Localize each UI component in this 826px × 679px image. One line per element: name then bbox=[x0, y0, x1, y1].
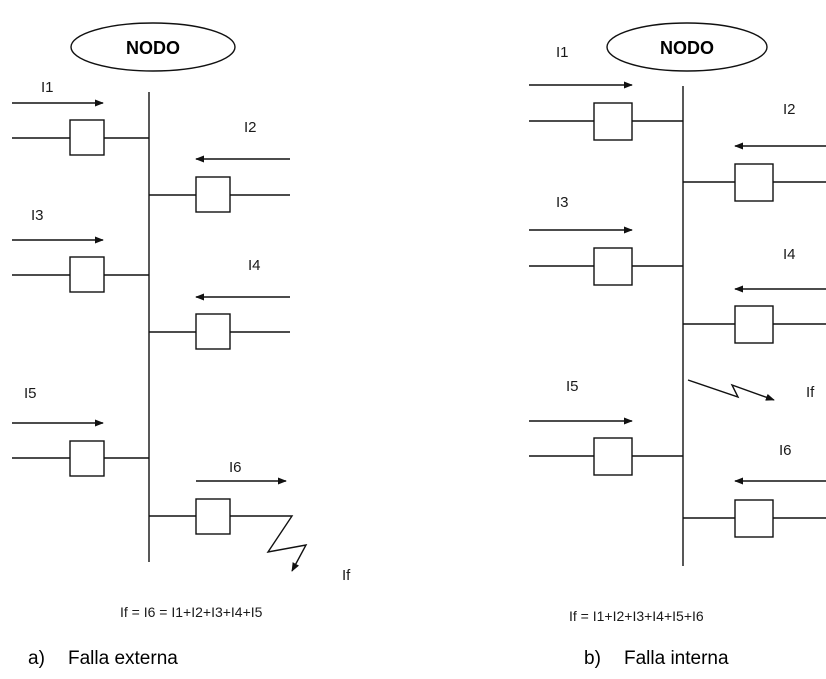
fault-zigzag-b bbox=[687, 379, 775, 401]
diagram-a: NODO I1 I2 I3 I4 bbox=[12, 22, 351, 669]
feeder-i3-b: I3 bbox=[529, 194, 683, 286]
current-label-i1-b: I1 bbox=[556, 44, 569, 61]
caption-marker-b: b) bbox=[584, 648, 601, 669]
breaker-i6-a bbox=[195, 498, 231, 535]
current-label-i2-a: I2 bbox=[244, 119, 257, 136]
internal-fault-b: If bbox=[687, 379, 815, 401]
feeder-i3-a: I3 bbox=[12, 207, 149, 293]
node-ellipse-b bbox=[606, 22, 768, 72]
current-label-i3-a: I3 bbox=[31, 207, 44, 224]
feeder-i2-b: I2 bbox=[683, 101, 826, 202]
equation-b: If = I1+I2+I3+I4+I5+I6 bbox=[569, 608, 704, 624]
current-label-i2-b: I2 bbox=[783, 101, 796, 118]
breaker-i2-b bbox=[734, 163, 774, 202]
caption-text-a: Falla externa bbox=[68, 648, 178, 669]
equation-a: If = I6 = I1+I2+I3+I4+I5 bbox=[120, 604, 263, 620]
current-label-i4-a: I4 bbox=[248, 257, 261, 274]
breaker-i2-a bbox=[195, 176, 231, 213]
feeder-i4-a: I4 bbox=[149, 257, 290, 350]
current-label-i1-a: I1 bbox=[41, 79, 54, 96]
breaker-i5-a bbox=[69, 440, 105, 477]
feeder-i6-b: I6 bbox=[683, 442, 826, 538]
breaker-i4-b bbox=[734, 305, 774, 344]
feeder-i4-b: I4 bbox=[683, 246, 826, 344]
feeder-i5-b: I5 bbox=[529, 378, 683, 476]
node-label-b: NODO bbox=[660, 38, 714, 58]
diagram-b: NODO I1 I2 I3 I4 bbox=[529, 22, 826, 669]
current-label-i4-b: I4 bbox=[783, 246, 796, 263]
breaker-i1-a bbox=[69, 119, 105, 156]
current-label-i5-a: I5 bbox=[24, 385, 37, 402]
breaker-i5-b bbox=[593, 437, 633, 476]
current-label-i6-a: I6 bbox=[229, 459, 242, 476]
fault-zigzag-a bbox=[262, 515, 308, 572]
breaker-i1-b bbox=[593, 102, 633, 141]
caption-marker-a: a) bbox=[28, 648, 45, 669]
breaker-i4-a bbox=[195, 313, 231, 350]
breaker-i3-b bbox=[593, 247, 633, 286]
breaker-i3-a bbox=[69, 256, 105, 293]
caption-text-b: Falla interna bbox=[624, 648, 729, 669]
feeder-i5-a: I5 bbox=[12, 385, 149, 477]
current-label-i6-b: I6 bbox=[779, 442, 792, 459]
node-label-a: NODO bbox=[126, 38, 180, 58]
fault-label-b: If bbox=[806, 384, 815, 401]
feeder-i2-a: I2 bbox=[149, 119, 290, 213]
fault-label-a: If bbox=[342, 567, 351, 584]
current-label-i5-b: I5 bbox=[566, 378, 579, 395]
current-label-i3-b: I3 bbox=[556, 194, 569, 211]
node-ellipse-a bbox=[70, 22, 236, 72]
breaker-i6-b bbox=[734, 499, 774, 538]
feeder-i6-a: I6 If bbox=[149, 459, 351, 584]
feeder-i1-a: I1 bbox=[12, 79, 149, 156]
feeder-i1-b: I1 bbox=[529, 44, 683, 141]
